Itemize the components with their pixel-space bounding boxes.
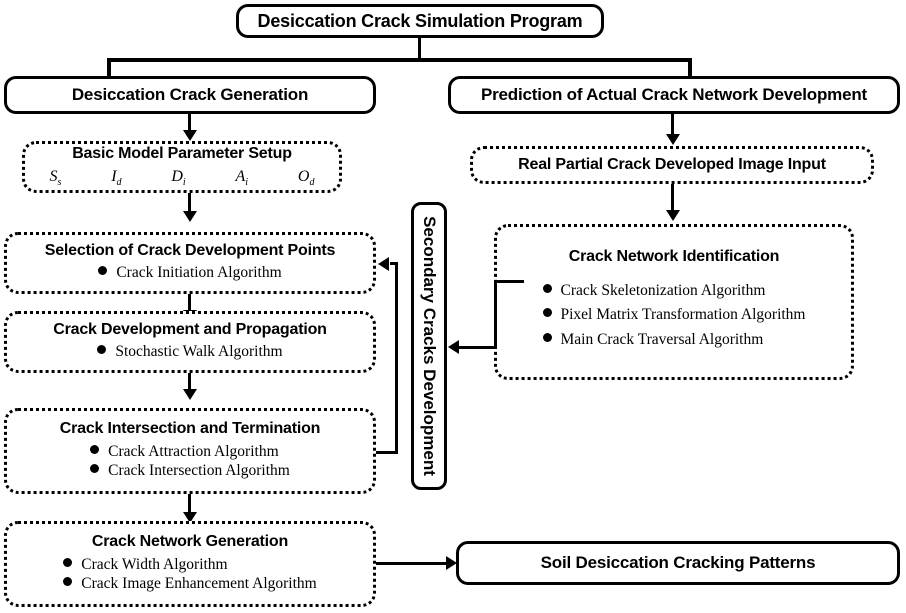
arrow-to-output bbox=[446, 556, 457, 570]
node-crack-intersection-and-termination: Crack Intersection and Termination Crack… bbox=[4, 408, 376, 494]
parameter-symbol-di: Di bbox=[171, 167, 186, 188]
arrow-right-2 bbox=[666, 210, 680, 221]
algorithm-list: Crack Attraction Algorithm Crack Interse… bbox=[90, 442, 290, 482]
list-item-label: Pixel Matrix Transformation Algorithm bbox=[560, 306, 806, 324]
list-item-label: Crack Skeletonization Algorithm bbox=[560, 281, 766, 299]
node-left-branch-label: Desiccation Crack Generation bbox=[71, 85, 309, 105]
bullet-icon bbox=[98, 266, 108, 276]
node-output: Soil Desiccation Cracking Patterns bbox=[456, 541, 900, 585]
node-root-label: Desiccation Crack Simulation Program bbox=[257, 10, 583, 31]
connector-ident-to-bar bbox=[459, 346, 497, 349]
node-real-partial-crack-developed-image-input: Real Partial Crack Developed Image Input bbox=[470, 146, 874, 184]
parameter-symbol-od: Od bbox=[297, 167, 315, 188]
arrow-ident-to-secondary-bar bbox=[448, 340, 459, 354]
node-crack-network-identification: Crack Network Identification Crack Skele… bbox=[494, 224, 854, 380]
node-crack-development-and-propagation-label: Crack Development and Propagation bbox=[53, 320, 327, 338]
node-basic-model-parameter-setup-label: Basic Model Parameter Setup bbox=[72, 145, 292, 162]
bullet-icon bbox=[542, 333, 552, 343]
node-selection-of-crack-development-points: Selection of Crack Development Points Cr… bbox=[4, 232, 376, 294]
algorithm-list: Crack Width Algorithm Crack Image Enhanc… bbox=[63, 555, 317, 595]
algorithm-list: Stochastic Walk Algorithm bbox=[97, 342, 283, 362]
node-right-branch-label: Prediction of Actual Crack Network Devel… bbox=[481, 85, 867, 105]
arrow-left-5 bbox=[183, 512, 197, 523]
node-secondary-cracks-development: Secondary Cracks Development bbox=[411, 202, 447, 490]
connector-feedback-up bbox=[395, 262, 398, 454]
node-crack-intersection-and-termination-label: Crack Intersection and Termination bbox=[59, 419, 321, 437]
connector-left-3 bbox=[188, 294, 191, 312]
connector-left-2 bbox=[188, 193, 191, 213]
node-left-branch: Desiccation Crack Generation bbox=[4, 76, 376, 114]
node-output-label: Soil Desiccation Cracking Patterns bbox=[540, 553, 816, 573]
node-crack-network-generation: Crack Network Generation Crack Width Alg… bbox=[4, 521, 376, 607]
arrow-right-1 bbox=[666, 134, 680, 145]
bullet-icon bbox=[63, 577, 73, 587]
parameter-symbol-ai: Ai bbox=[235, 167, 249, 188]
node-crack-network-identification-label: Crack Network Identification bbox=[568, 247, 780, 265]
connector-ident-out bbox=[494, 280, 524, 283]
parameter-symbol-ss: Ss bbox=[49, 167, 62, 188]
arrow-left-4 bbox=[183, 389, 197, 400]
bullet-icon bbox=[90, 444, 100, 454]
list-item: Crack Image Enhancement Algorithm bbox=[63, 574, 317, 594]
bullet-icon bbox=[542, 283, 552, 293]
bullet-icon bbox=[542, 308, 552, 318]
algorithm-list: Crack Initiation Algorithm bbox=[98, 263, 282, 283]
connector-ident-down bbox=[494, 280, 497, 348]
arrow-left-2 bbox=[183, 211, 197, 222]
parameter-symbol-row: Ss Id Di Ai Od bbox=[50, 168, 315, 188]
connector-left-5 bbox=[188, 494, 191, 514]
node-selection-of-crack-development-points-label: Selection of Crack Development Points bbox=[44, 241, 336, 259]
node-right-branch: Prediction of Actual Crack Network Devel… bbox=[448, 76, 900, 114]
bullet-icon bbox=[97, 345, 107, 355]
list-item-label: Crack Attraction Algorithm bbox=[108, 442, 279, 460]
list-item-label: Crack Width Algorithm bbox=[81, 555, 228, 573]
list-item: Crack Initiation Algorithm bbox=[98, 263, 282, 283]
connector-output bbox=[376, 562, 448, 565]
list-item: Crack Skeletonization Algorithm bbox=[542, 281, 806, 301]
connector-left-4 bbox=[188, 373, 191, 391]
list-item-label: Main Crack Traversal Algorithm bbox=[560, 331, 764, 349]
node-crack-development-and-propagation: Crack Development and Propagation Stocha… bbox=[4, 311, 376, 373]
bullet-icon bbox=[63, 557, 73, 567]
connector-feedback-in bbox=[390, 262, 398, 265]
connector-right-2 bbox=[671, 184, 674, 212]
list-item: Crack Intersection Algorithm bbox=[90, 461, 290, 481]
connector-root-stub bbox=[418, 38, 421, 60]
arrow-feedback-to-selection bbox=[378, 257, 389, 271]
list-item: Pixel Matrix Transformation Algorithm bbox=[542, 305, 806, 325]
parameter-symbol-id: Id bbox=[111, 167, 122, 188]
list-item-label: Crack Initiation Algorithm bbox=[116, 264, 282, 282]
arrow-left-1 bbox=[183, 130, 197, 141]
list-item: Stochastic Walk Algorithm bbox=[97, 342, 283, 362]
list-item-label: Stochastic Walk Algorithm bbox=[115, 343, 283, 361]
algorithm-list: Crack Skeletonization Algorithm Pixel Ma… bbox=[542, 276, 806, 355]
connector-root-split bbox=[107, 58, 691, 62]
list-item: Crack Attraction Algorithm bbox=[90, 442, 290, 462]
connector-feedback-out bbox=[376, 451, 398, 454]
connector-left-1 bbox=[188, 114, 191, 132]
list-item: Crack Width Algorithm bbox=[63, 555, 316, 575]
list-item: Main Crack Traversal Algorithm bbox=[542, 330, 806, 350]
node-real-partial-crack-developed-image-input-label: Real Partial Crack Developed Image Input bbox=[518, 155, 826, 173]
list-item-label: Crack Image Enhancement Algorithm bbox=[81, 575, 317, 593]
list-item-label: Crack Intersection Algorithm bbox=[108, 462, 290, 480]
node-secondary-cracks-development-label: Secondary Cracks Development bbox=[420, 216, 439, 476]
bullet-icon bbox=[90, 464, 100, 474]
node-root: Desiccation Crack Simulation Program bbox=[236, 4, 604, 38]
node-basic-model-parameter-setup: Basic Model Parameter Setup Ss Id Di Ai … bbox=[22, 141, 342, 193]
node-crack-network-generation-label: Crack Network Generation bbox=[91, 532, 289, 550]
connector-root-left-drop bbox=[107, 58, 111, 80]
connector-right-1 bbox=[671, 114, 674, 136]
connector-root-right-drop bbox=[688, 58, 692, 80]
